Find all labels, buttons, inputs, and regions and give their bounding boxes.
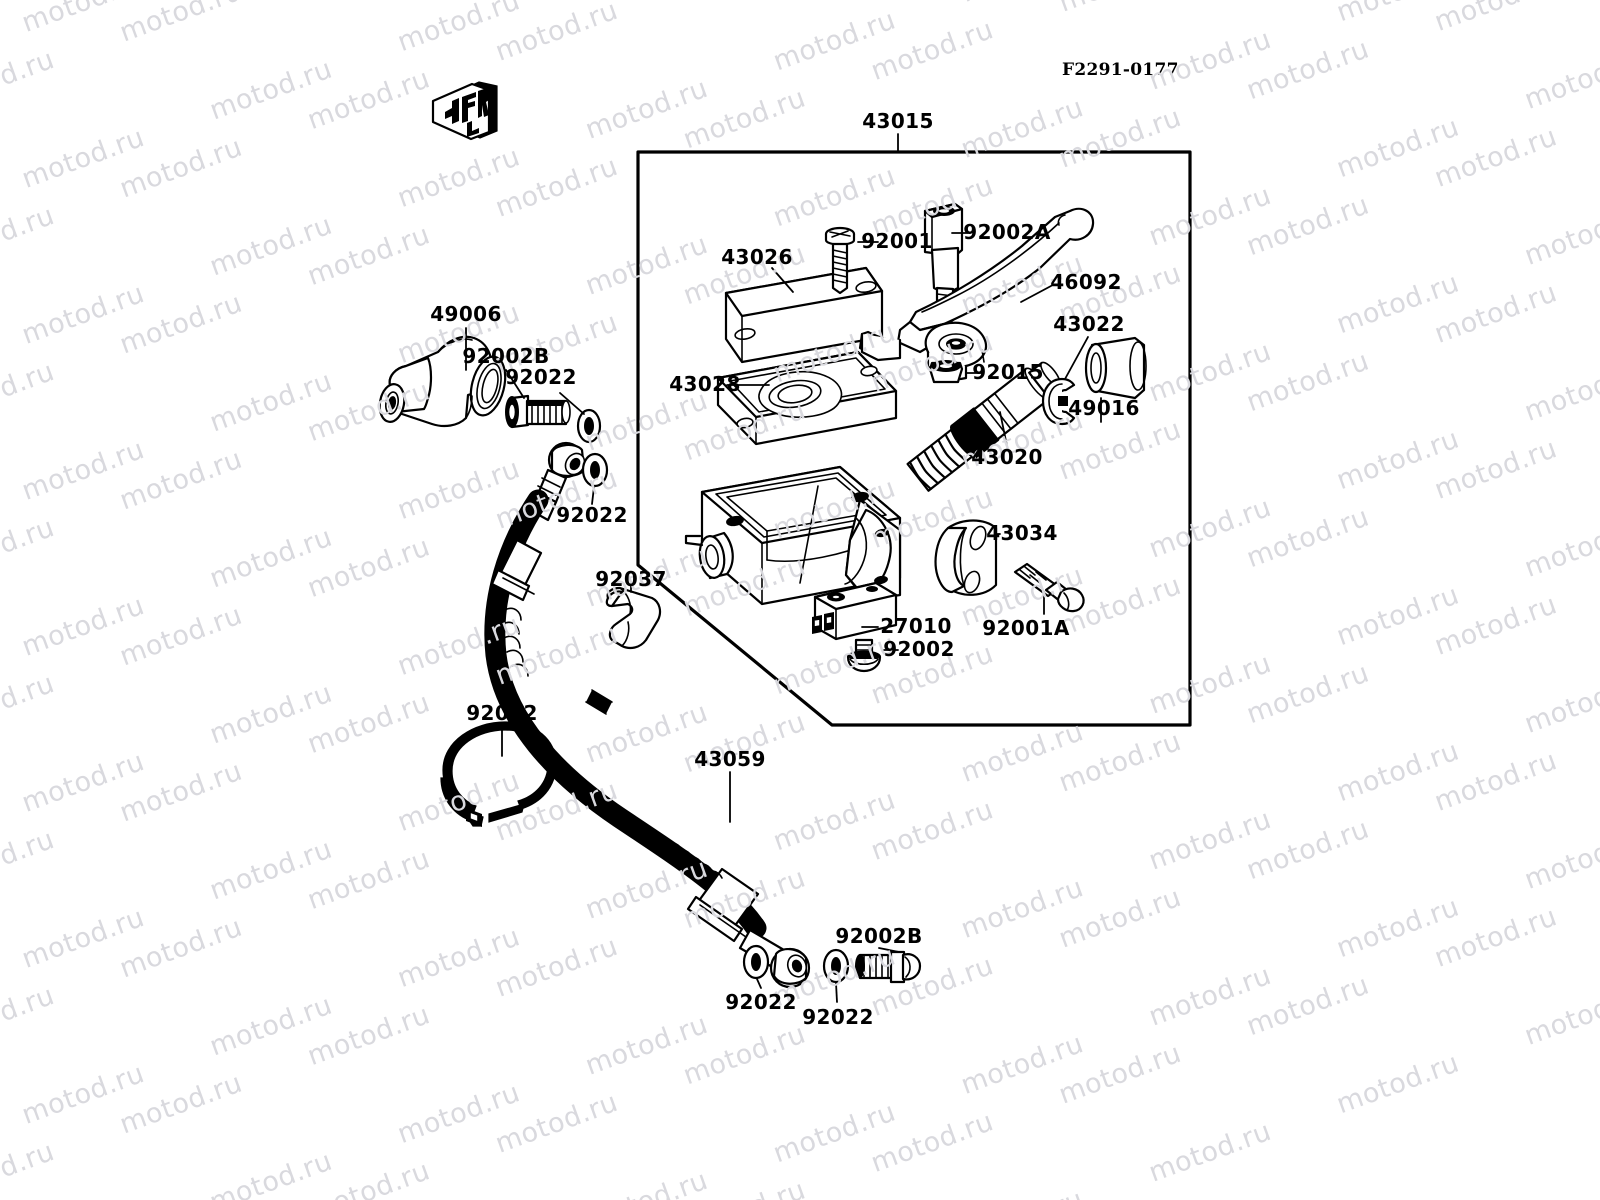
part-label-brake-lever: 46092: [1050, 270, 1122, 294]
part-92002B-banjo-bolt-upper: [505, 394, 571, 429]
part-43028-reservoir-diaphragm: [716, 350, 898, 446]
part-label-piston-and-spring-assembly: 43020: [971, 445, 1043, 469]
part-92002B-banjo-bolt-lower: [855, 950, 922, 984]
part-92001A-bolt: [1013, 562, 1085, 613]
part-92037-hose-clip: [605, 586, 662, 650]
part-label-sealing-washer-lower-inner: 92022: [802, 1005, 874, 1029]
part-92002-screw: [846, 638, 882, 673]
part-label-nut-pivot: 92015: [972, 360, 1044, 384]
part-label-dust-boot: 49016: [1068, 396, 1140, 420]
part-label-bolt-clamp: 92001A: [982, 616, 1070, 640]
part-92072-hose-band: [440, 721, 557, 827]
part-label-brake-hose: 43059: [694, 747, 766, 771]
part-43015-master-cylinder-body: [684, 465, 902, 606]
assembly-boundary: [636, 150, 1192, 727]
part-label-sealing-washer-upper-inner: 92022: [556, 503, 628, 527]
part-label-screw-switch: 92002: [883, 637, 955, 661]
part-label-banjo-bolt-upper: 92002B: [462, 344, 550, 368]
part-92022-washer-upper-a: [576, 408, 602, 444]
part-label-reservoir-cap: 43026: [721, 245, 793, 269]
part-label-sealing-washer-lower-outer: 92022: [725, 990, 797, 1014]
part-92015-nut: [928, 360, 964, 384]
part-label-reservoir-diaphragm: 43028: [669, 372, 741, 396]
part-label-hose-clip: 92037: [595, 567, 667, 591]
part-92001-screw: [824, 226, 856, 295]
part-43034-clamp-holder: [934, 519, 998, 596]
part-label-pivot-bolt-lever: 92002A: [963, 220, 1051, 244]
part-label-master-cylinder-assembly: 43015: [862, 109, 934, 133]
part-49016-dust-boot: [1084, 336, 1147, 400]
front-direction-marker: [431, 81, 498, 141]
part-label-hose-band: 92072: [466, 701, 538, 725]
diagram-code: F2291-0177: [1062, 60, 1179, 80]
part-49006-elbow-fitting: [378, 335, 507, 428]
part-label-hose-elbow-fitting: 49006: [430, 302, 502, 326]
part-label-holder-clamp: 43034: [986, 521, 1058, 545]
part-label-circlip-piston: 43022: [1053, 312, 1125, 336]
part-92022-washer-lower-a: [742, 944, 770, 980]
part-label-banjo-bolt-lower: 92002B: [835, 924, 923, 948]
part-43059-brake-hose: [484, 489, 767, 943]
part-43022-circlip: [1041, 377, 1076, 426]
part-label-brake-light-switch: 27010: [880, 614, 952, 638]
part-27010-brake-light-switch: [812, 581, 898, 641]
part-label-screw-reservoir-cap: 92001: [861, 229, 933, 253]
part-92022-washer-lower-b: [822, 948, 850, 984]
part-label-sealing-washer-upper-outer: 92022: [505, 365, 577, 389]
part-92022-washer-upper-b: [581, 452, 609, 488]
